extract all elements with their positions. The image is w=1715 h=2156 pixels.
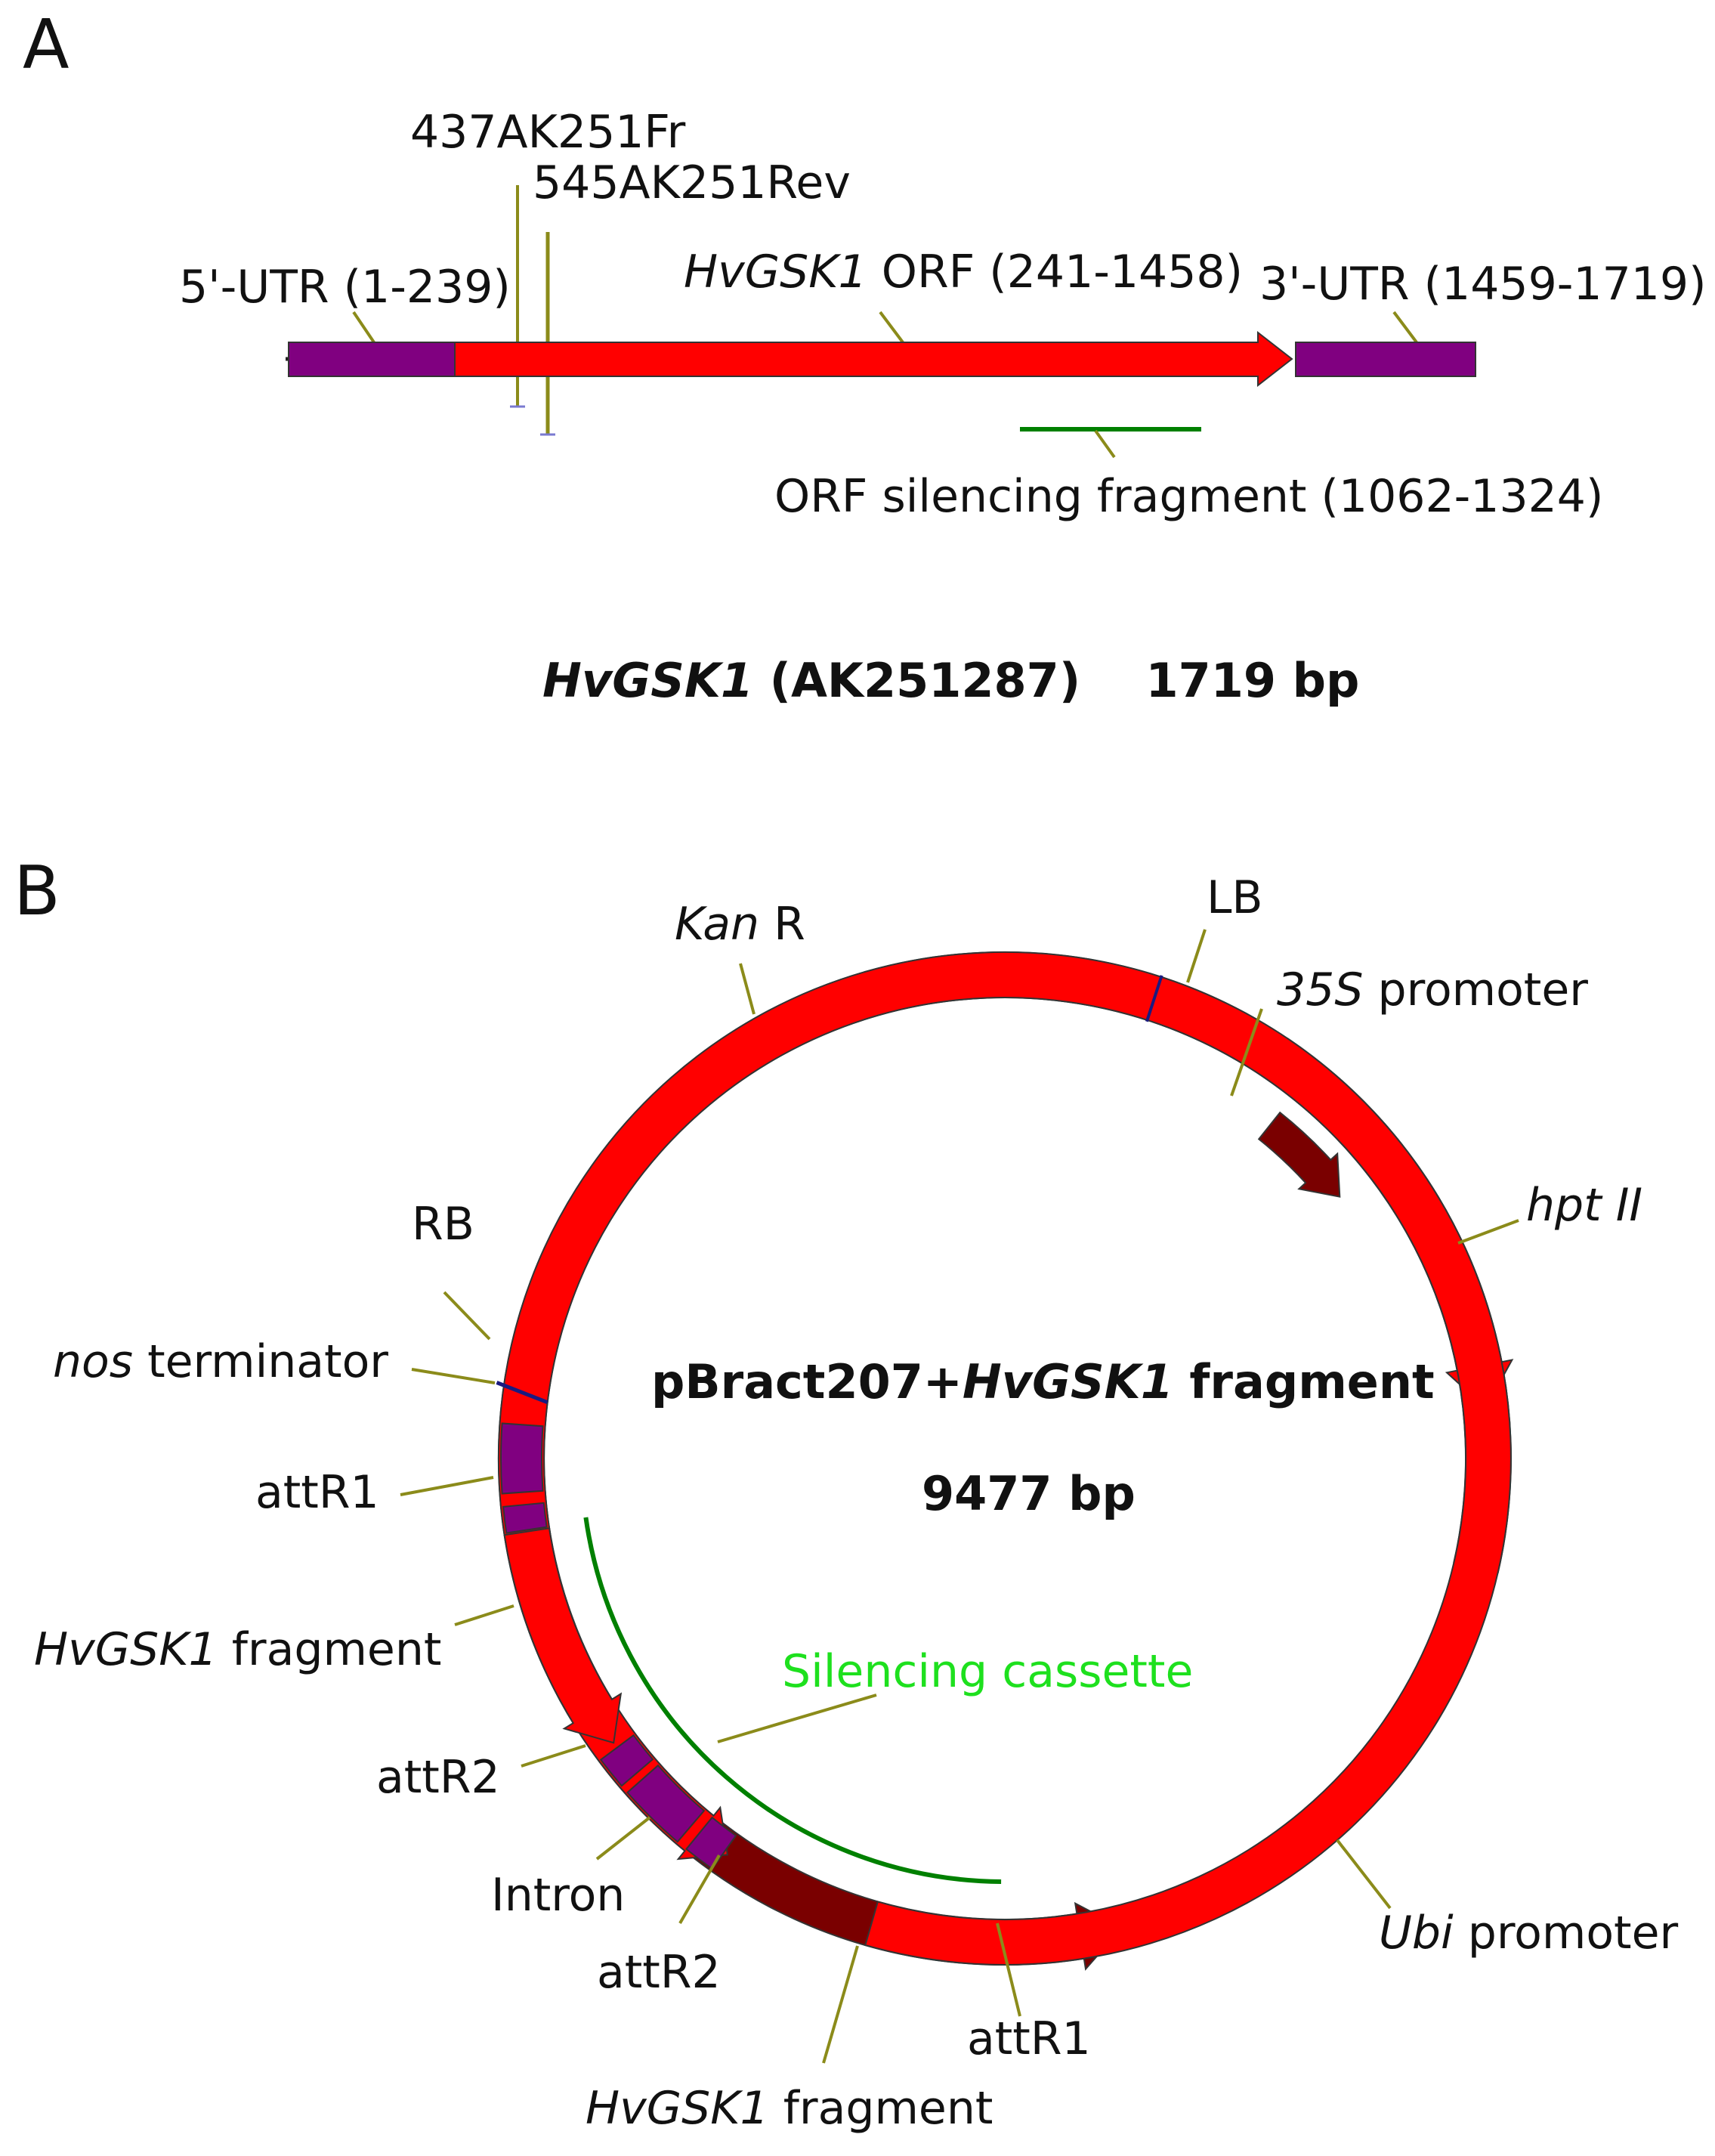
attr2-lower-leader: [678, 1854, 721, 1925]
orf-leader: [879, 311, 904, 344]
frag-left-leader: [454, 1604, 514, 1626]
utr3-leader: [1392, 311, 1418, 344]
gene-title-name: HvGSK1: [542, 653, 753, 708]
hvgsk1-fragment-left-label: HvGSK1 fragment: [34, 1623, 441, 1676]
frag-left-rest: fragment: [218, 1623, 442, 1676]
plasmid-name: pBract207+HvGSK1 fragment: [651, 1354, 1435, 1409]
rb-label: RB: [412, 1198, 474, 1251]
nos-terminator-box: [500, 1422, 544, 1495]
utr5-box: [288, 342, 456, 377]
plasmid-leaders: [400, 929, 1519, 2064]
ubi-rest: promoter: [1454, 1907, 1679, 1960]
hpt-ii-label: hpt II: [1526, 1179, 1642, 1232]
lb-label: LB: [1207, 871, 1263, 924]
orf-range: ORF (241-1458): [867, 246, 1243, 298]
hvgsk1-fragment-left-arrow: [503, 1527, 623, 1744]
ubi-promoter-label: Ubi promoter: [1379, 1907, 1678, 1960]
attr2-lower-label: attR2: [597, 1946, 721, 1999]
kan-r-italic: Kan: [675, 898, 759, 951]
plasmid-features: [496, 951, 1514, 1971]
frag-bottom-gene: HvGSK1: [586, 2082, 769, 2135]
plasmid-name-gene: HvGSK1: [963, 1354, 1173, 1409]
attr1-bottom-label: attR1: [967, 2012, 1091, 2065]
plasmid-name-suffix: fragment: [1173, 1354, 1435, 1409]
kan-r-label: Kan R: [675, 898, 805, 951]
nos-terminator-label: nos terminator: [53, 1335, 388, 1388]
primer-forward-label: 437AK251Fr: [410, 106, 686, 159]
hvgsk1-fragment-bottom-label: HvGSK1 fragment: [586, 2082, 993, 2135]
attr2-upper-box: [599, 1734, 654, 1787]
attr1-left-leader: [400, 1476, 494, 1496]
frag-bottom-rest: fragment: [769, 2082, 993, 2135]
attr2-upper-label: attR2: [376, 1751, 500, 1804]
panel-b-letter: B: [14, 852, 60, 931]
35s-promoter-arrow: [1257, 1111, 1341, 1198]
panel-a-letter: A: [23, 5, 70, 85]
rb-border-tick: [496, 1381, 548, 1404]
lb-leader: [1186, 929, 1207, 983]
35s-promoter-label: 35S promoter: [1277, 964, 1588, 1016]
frag-bottom-leader: [822, 1945, 859, 2064]
nos-italic: nos: [53, 1335, 133, 1388]
kan-leader: [739, 963, 756, 1015]
primer-reverse-label: 545AK251Rev: [533, 156, 851, 209]
hpt-leader: [1457, 1219, 1519, 1245]
attr1-left-label: attR1: [255, 1466, 379, 1519]
35s-leader: [1230, 1008, 1263, 1097]
hvgsk1-fragment-bottom-arrow: [497, 951, 1512, 1966]
nos-leader: [411, 1368, 496, 1384]
kan-r-rest: R: [759, 898, 805, 951]
utr5-label: 5'-UTR (1-239): [179, 261, 511, 314]
frag-left-gene: HvGSK1: [34, 1623, 218, 1676]
intron-box: [626, 1764, 706, 1843]
attr2-upper-leader: [521, 1744, 586, 1768]
plasmid-name-prefix: pBract207+: [651, 1354, 963, 1409]
ubi-italic: Ubi: [1379, 1907, 1454, 1960]
attr2-lower-box: [684, 1816, 737, 1870]
utr3-box: [1295, 342, 1476, 377]
gene-title: HvGSK1 (AK251287) 1719 bp: [542, 653, 1359, 708]
silencing-fragment-label: ORF silencing fragment (1062-1324): [774, 470, 1603, 523]
lb-border-tick: [1145, 975, 1163, 1022]
silencing-leader: [717, 1694, 877, 1743]
orf-label: HvGSK1 ORF (241-1458): [684, 246, 1243, 298]
orf-arrow: [454, 330, 1293, 388]
attr1-left-box: [502, 1502, 548, 1534]
rb-leader: [443, 1291, 491, 1341]
35s-rest: promoter: [1363, 964, 1588, 1016]
silencing-fragment-leader: [1094, 429, 1116, 459]
gene-title-info: (AK251287) 1719 bp: [753, 653, 1359, 708]
35s-italic: 35S: [1277, 964, 1363, 1016]
intron-leader: [595, 1816, 651, 1861]
utr5-leader: [352, 311, 375, 344]
silencing-cassette-arc: [583, 1517, 1002, 1884]
silencing-cassette-label: Silencing cassette: [782, 1645, 1193, 1698]
orf-gene-name: HvGSK1: [684, 246, 867, 298]
nos-rest: terminator: [133, 1335, 388, 1388]
utr3-label: 3'-UTR (1459-1719): [1259, 258, 1707, 311]
attr1-bottom-leader: [996, 1922, 1021, 2017]
intron-label: Intron: [491, 1869, 625, 1922]
ubi-leader: [1336, 1839, 1392, 1910]
plasmid-size: 9477 bp: [922, 1466, 1136, 1521]
